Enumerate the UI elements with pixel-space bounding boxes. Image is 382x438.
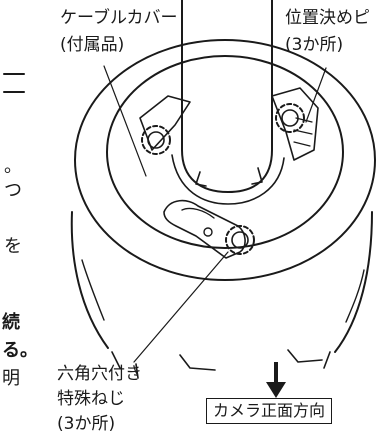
side-text-fragment: 。 [4, 156, 22, 177]
camera-body-ribs [111, 351, 331, 379]
leader-positioning-pin [305, 67, 327, 123]
leader-screw [133, 251, 229, 363]
side-text-fragment: 続 [2, 312, 20, 333]
camera-body-side-features [81, 259, 365, 323]
side-text-fragment: つ [4, 180, 22, 201]
screw-right-highlight [275, 103, 305, 133]
positioning-pin-count: (3か所) [285, 35, 344, 55]
screw-left [147, 131, 165, 149]
mount-pole-base [171, 154, 285, 205]
screw-count: (3か所) [57, 414, 116, 434]
front-bracket-slot [181, 207, 215, 219]
screw-label-line1: 六角穴付き [57, 364, 142, 384]
side-text-fragment: を [4, 236, 22, 257]
leader-cable-cover [103, 65, 147, 177]
mount-pole [181, 0, 273, 193]
pole-clips [195, 167, 263, 187]
screw-front [231, 231, 249, 249]
front-direction-arrow [266, 362, 286, 398]
dome-inner-ring [106, 55, 344, 249]
screw-label-line2: 特殊ねじ [57, 389, 125, 409]
camera-front-direction-label: カメラ正面方向 [206, 398, 333, 424]
positioning-pin-label: 位置決めピ [285, 8, 370, 28]
dome-outer-ring [74, 39, 376, 281]
screw-left-highlight [141, 125, 171, 155]
screw-front-highlight [225, 225, 255, 255]
screw-right [281, 109, 299, 127]
front-bracket [163, 199, 246, 259]
cable-cover-label: ケーブルカバー [60, 8, 178, 28]
camera-body-base-slots [179, 349, 323, 371]
camera-body-outline [70, 211, 373, 353]
side-text-fragment: る。 [2, 340, 38, 361]
pin-front [203, 227, 213, 237]
side-text-fragment: 明 [2, 368, 20, 389]
cable-cover-note: (付属品) [60, 35, 125, 55]
